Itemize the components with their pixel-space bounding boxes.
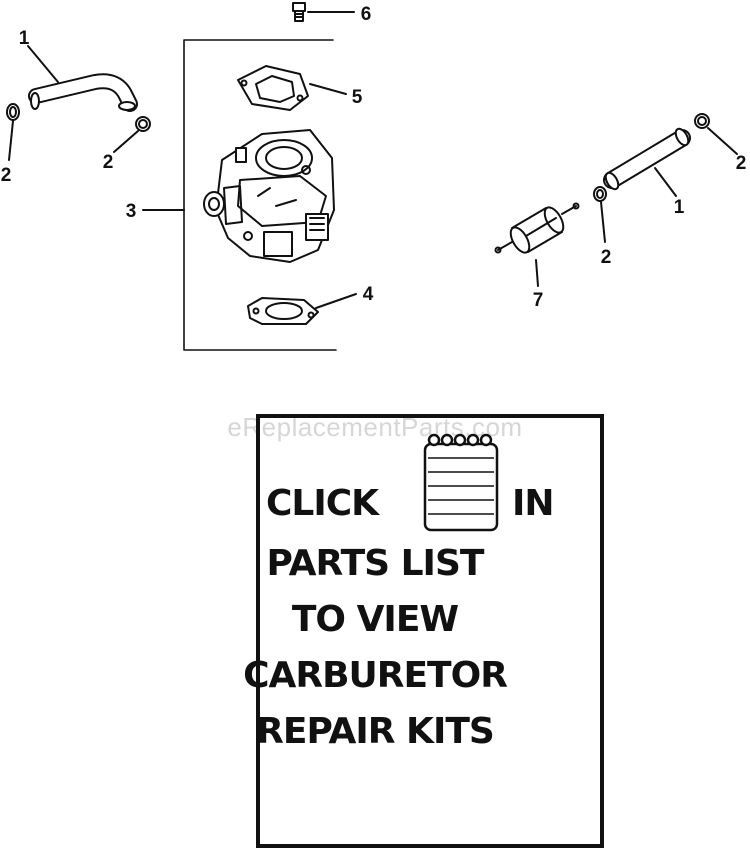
- kit-text-line3: TO VIEW: [291, 599, 459, 640]
- gasket-bottom-part[interactable]: [247, 297, 319, 325]
- carburetor-part[interactable]: [203, 129, 335, 263]
- repair-kits-notice[interactable]: [256, 414, 604, 848]
- leader-line-1-right: [654, 167, 677, 197]
- gasket-top-part[interactable]: [237, 65, 309, 111]
- callout-5[interactable]: 5: [352, 87, 363, 108]
- leader-line-2a: [8, 120, 14, 161]
- leader-line-4: [315, 293, 357, 309]
- hose-clamp-part[interactable]: [135, 116, 151, 132]
- kit-text-line2: PARTS LIST: [266, 543, 485, 584]
- screw-part[interactable]: [292, 2, 306, 22]
- callout-2-d[interactable]: 2: [601, 247, 612, 268]
- callout-2-b[interactable]: 2: [103, 152, 114, 173]
- assembly-bracket: [183, 39, 337, 351]
- callout-6[interactable]: 6: [361, 4, 372, 25]
- callout-1-left[interactable]: 1: [19, 28, 30, 49]
- callout-2-c[interactable]: 2: [736, 153, 747, 174]
- leader-line-2c: [707, 127, 738, 155]
- kit-text-in: IN: [512, 483, 555, 524]
- leader-line-5: [309, 83, 347, 95]
- fuel-hose-left-part[interactable]: [28, 73, 138, 112]
- fuel-filter-part[interactable]: [494, 202, 580, 256]
- hose-clamp-part[interactable]: [694, 113, 710, 129]
- callout-7[interactable]: 7: [533, 290, 544, 311]
- leader-line-7: [535, 259, 539, 287]
- notepad-icon[interactable]: [422, 430, 500, 534]
- fuel-hose-right-part[interactable]: [603, 127, 691, 192]
- kit-text-line4: CARBURETOR: [243, 655, 508, 696]
- kit-text-click: CLICK: [266, 483, 379, 524]
- callout-1-right[interactable]: 1: [674, 197, 685, 218]
- kit-text-line5: REPAIR KITS: [256, 711, 495, 752]
- callout-3[interactable]: 3: [126, 201, 137, 222]
- callout-4[interactable]: 4: [363, 284, 374, 305]
- leader-line-1-left: [27, 45, 59, 83]
- hose-clamp-part[interactable]: [593, 186, 607, 202]
- leader-line-2d: [600, 201, 606, 243]
- hose-clamp-part[interactable]: [6, 103, 20, 121]
- leader-line-2b: [113, 130, 139, 153]
- callout-2-a[interactable]: 2: [1, 165, 12, 186]
